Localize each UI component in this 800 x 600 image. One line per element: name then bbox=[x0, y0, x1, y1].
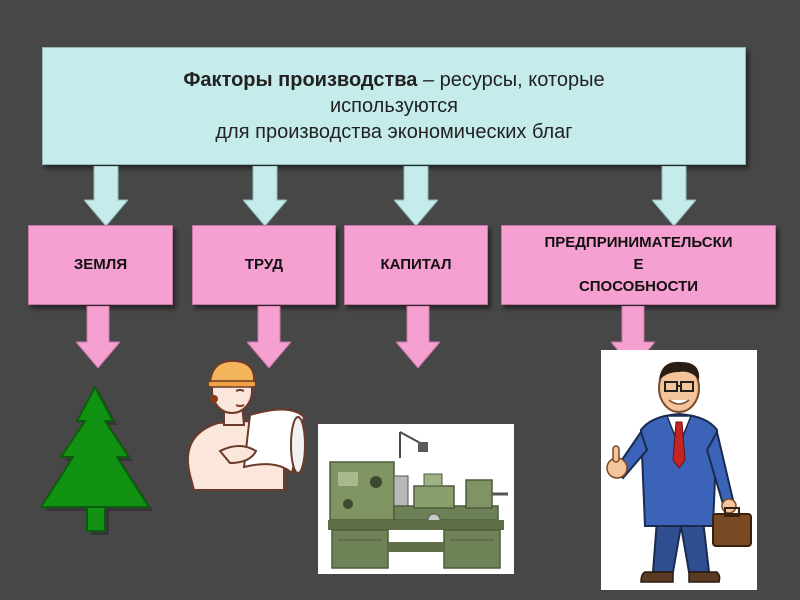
businessman-icon bbox=[606, 361, 752, 583]
pink-arrow-2 bbox=[247, 306, 291, 369]
factor-label-entrepreneurship: ПРЕДПРИНИМАТЕЛЬСКИ Е СПОСОБНОСТИ bbox=[544, 234, 733, 295]
lathe-photo bbox=[318, 424, 514, 574]
down-arrow-4 bbox=[652, 166, 696, 227]
factor-entrepreneurship: ПРЕДПРИНИМАТЕЛЬСКИ Е СПОСОБНОСТИ bbox=[501, 225, 776, 305]
definition-box: Факторы производства – ресурсы, которые … bbox=[42, 47, 746, 165]
factor-land: ЗЕМЛЯ bbox=[28, 225, 173, 305]
factor-label-land: ЗЕМЛЯ bbox=[73, 256, 128, 274]
down-arrow-2 bbox=[243, 166, 287, 227]
factor-capital: КАПИТАЛ bbox=[344, 225, 488, 305]
fir-tree-icon bbox=[40, 386, 153, 535]
down-arrow-1 bbox=[84, 166, 128, 227]
factor-labor: ТРУД bbox=[192, 225, 336, 305]
worker-icon bbox=[186, 359, 306, 491]
factor-label-labor: ТРУД bbox=[244, 256, 284, 274]
businessman-card bbox=[601, 350, 757, 590]
definition-term: Факторы производства bbox=[183, 69, 418, 91]
lathe-icon bbox=[328, 431, 508, 569]
down-arrow-3 bbox=[394, 166, 438, 227]
definition-line-1: Факторы производства – ресурсы, которые bbox=[183, 67, 604, 93]
definition-line-3: для производства экономических благ bbox=[215, 121, 573, 143]
definition-text: – ресурсы, которые bbox=[417, 69, 605, 91]
definition-line-2: используются bbox=[329, 95, 459, 117]
pink-arrow-1 bbox=[76, 306, 120, 369]
pink-arrow-3 bbox=[396, 306, 440, 369]
factor-label-capital: КАПИТАЛ bbox=[380, 256, 452, 274]
